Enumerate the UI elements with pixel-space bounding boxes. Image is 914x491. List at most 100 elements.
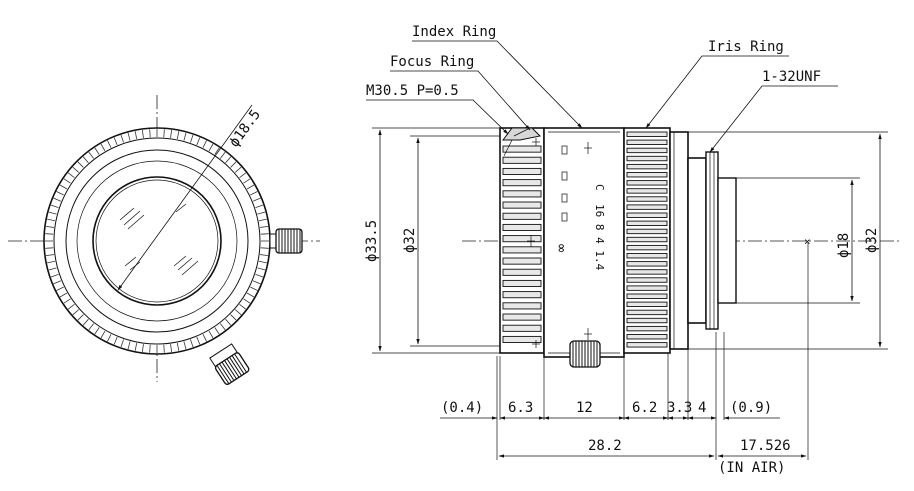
ring-rib	[626, 180, 668, 186]
front-glass-rim	[95, 179, 219, 303]
knurl-tick	[107, 140, 112, 148]
front-knurl-ticks	[45, 129, 269, 353]
knurl-tick	[219, 323, 226, 331]
knurl-tick	[50, 204, 59, 208]
ring-rib	[626, 212, 668, 218]
knurl-tick	[252, 280, 261, 285]
ring-rib	[626, 293, 668, 299]
knurl-tick	[113, 336, 118, 345]
dim-seg-7: (0.9)	[730, 400, 772, 416]
knurl-tick	[134, 342, 138, 351]
mount-thread-label: 1-32UNF	[762, 69, 821, 85]
ring-rib	[502, 246, 542, 254]
index-ring: ∞ C 16 8 4 1.4	[527, 127, 650, 358]
knurl-tick	[202, 140, 207, 148]
ring-rib	[626, 204, 668, 210]
ring-rib	[626, 334, 668, 340]
ring-rib	[502, 179, 542, 187]
front-view: ϕ18.5	[8, 95, 320, 385]
knurl-tick	[170, 129, 173, 138]
ring-rib	[626, 301, 668, 308]
front-diameter-leader	[117, 104, 253, 291]
knurl-tick	[149, 344, 151, 353]
knurl-tick	[45, 247, 54, 249]
thread-spec-label: M30.5 P=0.5	[366, 83, 459, 99]
knurl-tick	[113, 137, 118, 146]
knurl-tick	[230, 314, 237, 321]
knurl-tick	[127, 132, 131, 141]
knurl-tick	[239, 303, 247, 310]
f-stop-scale: 16 8 4 1.4	[593, 204, 606, 271]
knurl-tick	[190, 134, 194, 143]
iris-ring	[623, 127, 671, 354]
knurl-tick	[250, 191, 258, 196]
knurl-tick	[45, 225, 54, 228]
ring-rib	[626, 172, 668, 178]
knurl-tick	[141, 344, 144, 353]
knurl-tick	[170, 344, 173, 353]
knurl-tick	[257, 211, 266, 215]
ring-rib	[502, 212, 542, 220]
ring-rib	[502, 145, 542, 153]
knurl-tick	[134, 131, 138, 140]
knurl-tick	[88, 323, 95, 331]
knurl-tick	[53, 280, 62, 285]
ring-rib	[626, 309, 668, 316]
ring-rib	[502, 324, 542, 332]
knurl-tick	[63, 298, 71, 304]
dim-mount-diameter: ϕ18	[836, 233, 852, 258]
ring-rib	[502, 201, 542, 209]
ring-rib	[626, 163, 668, 170]
knurl-tick	[202, 334, 207, 342]
knurl-tick	[234, 309, 242, 316]
vertical-dimensions: ϕ33.5 ϕ32 ϕ18 ϕ32	[364, 127, 888, 354]
rear-body	[669, 131, 737, 350]
axis-cross: ×	[804, 235, 811, 248]
ring-rib	[626, 285, 668, 291]
knurl-tick	[176, 342, 180, 351]
ring-rib	[626, 236, 668, 243]
knurl-tick	[246, 292, 255, 298]
ring-rib	[626, 220, 668, 227]
knurl-tick	[63, 178, 71, 184]
ring-rib	[626, 188, 668, 194]
knurl-tick	[107, 334, 112, 342]
knurl-tick	[208, 330, 214, 339]
ring-rib	[502, 235, 542, 243]
knurl-tick	[50, 274, 59, 278]
infinity-mark: ∞	[553, 244, 569, 253]
ring-rib	[626, 277, 668, 283]
knurl-tick	[77, 161, 84, 168]
ring-rib	[626, 228, 668, 235]
knurl-tick	[196, 137, 201, 146]
knurl-tick	[88, 151, 95, 159]
knurl-tick	[255, 204, 264, 208]
dim-seg-4: 6.2	[632, 400, 657, 416]
knurl-tick	[260, 254, 269, 257]
knurl-tick	[100, 330, 106, 339]
ring-rib	[626, 196, 668, 202]
knurl-tick	[257, 267, 266, 271]
ring-rib	[502, 313, 542, 321]
knurl-tick	[196, 336, 201, 345]
ring-rib	[502, 156, 542, 164]
knurl-tick	[149, 129, 151, 138]
side-view: ×	[364, 24, 900, 476]
ring-rib	[502, 335, 542, 344]
knurl-tick	[45, 254, 54, 257]
dim-flange-back: 17.526	[740, 438, 791, 454]
knurl-tick	[214, 147, 220, 155]
focus-ring-label: Focus Ring	[390, 54, 474, 70]
horizontal-dimensions: (0.4) 6.3 12 6.2 3.3 4 (0.9) 28.2 17.526…	[440, 243, 809, 476]
knurl-tick	[67, 303, 75, 310]
callouts: Index Ring Focus Ring M30.5 P=0.5 Iris R…	[366, 24, 838, 153]
knurl-tick	[59, 184, 68, 190]
ring-rib	[502, 268, 542, 276]
front-glass	[92, 176, 222, 306]
dim-total-length: 28.2	[588, 438, 622, 454]
dim-front-diameter: ϕ32	[402, 228, 418, 253]
dim-seg-1: (0.4)	[441, 400, 483, 416]
knurl-tick	[163, 129, 165, 138]
ring-rib	[502, 167, 542, 176]
